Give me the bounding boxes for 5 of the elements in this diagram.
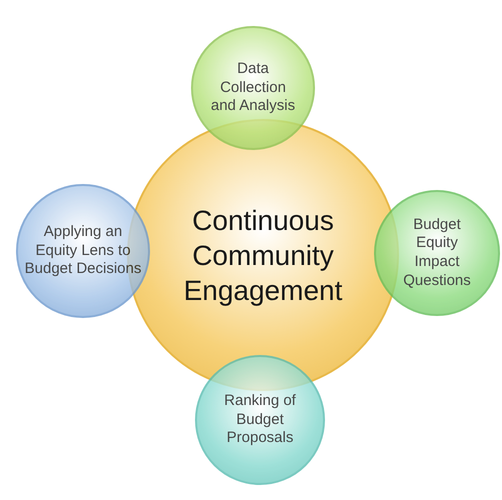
center-label: Continuous Community Engagement (182, 204, 344, 308)
circle-label: Data Collection and Analysis (210, 60, 296, 116)
circle-label: Budget Equity Impact Questions (402, 216, 472, 290)
circle-label: Applying an Equity Lens to Budget Decisions (24, 222, 142, 280)
circle-label: Ranking of Budget Proposals (223, 392, 297, 448)
